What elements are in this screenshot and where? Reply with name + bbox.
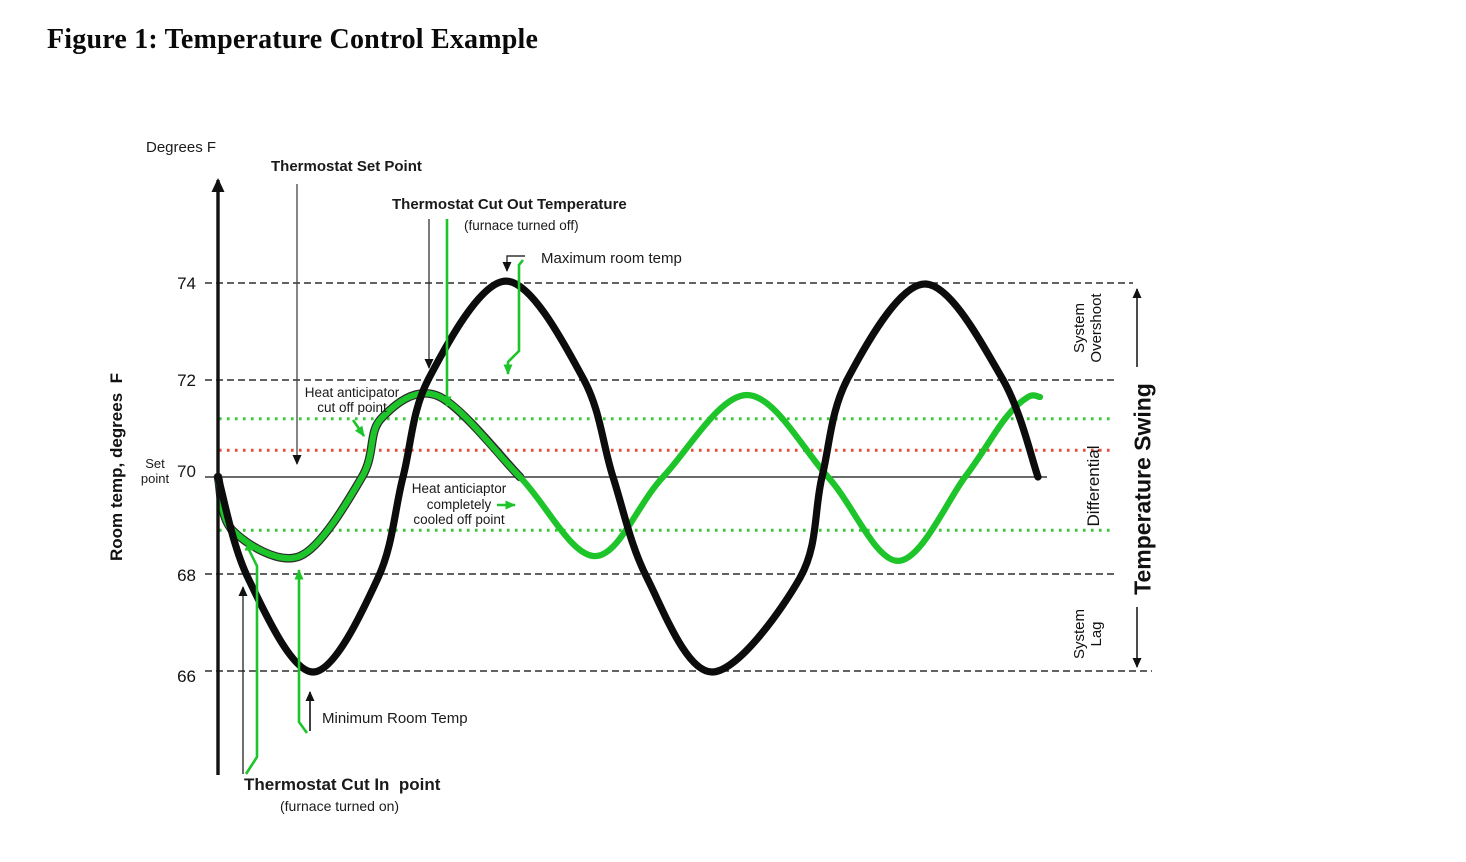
max-room-temp-label: Maximum room temp [541,250,682,267]
temperature-swing-label: Temperature Swing [1129,383,1156,595]
anticipator-cooled-label: Heat anticiaptor completely cooled off p… [411,481,507,527]
tick-68: 68 [177,566,196,585]
anticipator-cutoff-label: Heat anticipator cut off point [304,385,400,415]
gridlines-group [205,282,1152,672]
min-room-temp-label: Minimum Room Temp [322,710,468,727]
cut-out-sublabel: (furnace turned off) [464,218,579,233]
system-overshoot-label: System Overshoot [1071,293,1105,363]
cut-in-label: Thermostat Cut In point [244,775,441,794]
differential-label: Differential [1084,445,1103,527]
tick-72: 72 [177,371,196,390]
max-temp-black-pointer [502,255,525,272]
cut-out-label: Thermostat Cut Out Temperature [392,196,627,213]
max-temp-green-pointer [503,259,525,375]
cut-in-sublabel: (furnace turned on) [280,798,400,814]
heat-anticipator-curve [214,390,1044,565]
anticipator-curve-outline [213,389,525,563]
tick-70: 70 [177,462,196,481]
set-point-word: Set point [140,456,170,486]
y-axis-label: Room temp, degrees F [107,373,126,561]
tick-66: 66 [177,667,196,686]
system-lag-label: System Lag [1071,608,1105,660]
room-temperature-curve [214,277,1042,676]
min-room-temp-green-pointer [294,569,309,734]
cut-in-green-pointer [244,540,259,775]
figure-title: Figure 1: Temperature Control Example [47,24,539,55]
tick-74: 74 [177,274,196,293]
thermostat-set-point-label: Thermostat Set Point [271,158,422,175]
degrees-f-label: Degrees F [146,139,217,156]
anticipator-cutoff-pointer [351,419,366,437]
